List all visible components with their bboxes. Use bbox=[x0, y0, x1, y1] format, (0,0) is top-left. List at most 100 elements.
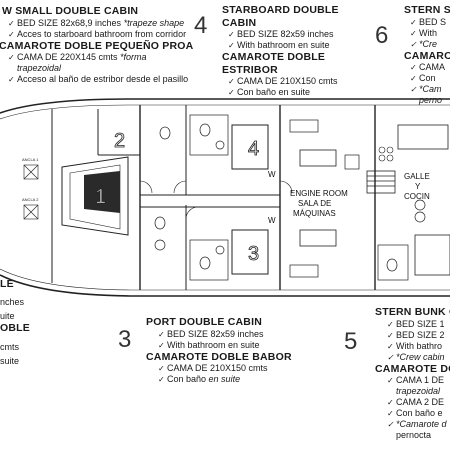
starboard-cabin-info: STARBOARD DOUBLE CABIN BED SIZE 82x59 in… bbox=[222, 4, 339, 98]
tag-w-top: W bbox=[268, 170, 276, 179]
stern-top-line3: *Cre bbox=[410, 39, 450, 50]
room-number-1: 1 bbox=[95, 186, 106, 208]
starboard-heading-2: CABIN bbox=[222, 16, 257, 29]
starboard-bed-size: BED SIZE 82x59 inches bbox=[228, 29, 339, 40]
yacht-floor-plan: 1 2 4 3 ANCLA 1 ANCLA 2 W W ENGINE ROOM … bbox=[0, 98, 450, 297]
stern-top-number: 6 bbox=[375, 22, 389, 49]
stern-bath bbox=[377, 244, 409, 281]
port-bano-suite: en suite bbox=[208, 374, 241, 384]
port-cabin-number: 3 bbox=[118, 326, 132, 353]
starboard-cabin-number: 4 bbox=[194, 12, 208, 39]
door-swing-4 bbox=[279, 180, 293, 194]
stern-bunk-info: STERN BUNK C BED SIZE 1 BED SIZE 2 With … bbox=[375, 306, 450, 441]
room-number-2: 2 bbox=[114, 130, 125, 152]
bow-acceso-es: Acceso al baño de estribor desde el pasi… bbox=[8, 74, 193, 85]
starboard-heading-1: STARBOARD DOUBLE bbox=[222, 4, 339, 16]
cocina-label: COCIN bbox=[404, 192, 430, 201]
fwd-toilet bbox=[154, 216, 166, 230]
stern-bunk-number: 5 bbox=[344, 328, 358, 355]
door-swing-2 bbox=[173, 180, 187, 194]
starboard-heading-es-2: ESTRIBOR bbox=[222, 63, 278, 76]
engine-block-bottom bbox=[299, 229, 337, 247]
stern-top-line1: BED S bbox=[410, 17, 450, 28]
galley-counter bbox=[397, 124, 449, 150]
stern-bunk-cama1: CAMA 1 DE bbox=[387, 375, 450, 386]
tank-2 bbox=[289, 264, 319, 278]
port-heading-es: CAMAROTE DOBLE BABOR bbox=[146, 350, 292, 363]
stern-top-es3: *Cam bbox=[410, 84, 450, 95]
cabin3-berth bbox=[231, 229, 269, 275]
sala-label: SALA DE bbox=[298, 199, 331, 208]
hull-outline-bottom bbox=[0, 274, 450, 297]
fwd-sink bbox=[154, 239, 166, 251]
room-number-3: 3 bbox=[248, 243, 259, 265]
bow-cama: CAMA DE 220X145 cmts *forma bbox=[8, 52, 193, 63]
starboard-bano: Con baño en suite bbox=[228, 87, 339, 98]
port-bed-size: BED SIZE 82x59 inches bbox=[158, 329, 292, 340]
stern-bunk-bathroom: With bathro bbox=[387, 341, 450, 352]
stern-bunk-bano: Con baño e bbox=[387, 408, 450, 419]
engine-block-top bbox=[299, 149, 337, 167]
stern-top-heading: STERN S bbox=[404, 4, 450, 16]
cabin3-sink bbox=[215, 245, 225, 255]
left-frag-1: LE bbox=[0, 278, 14, 290]
left-frag-6: suite bbox=[0, 356, 20, 366]
anchor-locker-2 bbox=[23, 204, 39, 220]
bow-cabin-heading: W SMALL DOUBLE CABIN bbox=[2, 5, 139, 17]
stern-bunk-heading-es: CAMAROTE DO bbox=[375, 362, 450, 375]
generator bbox=[344, 154, 360, 170]
starboard-bathroom: With bathroom en suite bbox=[228, 40, 339, 51]
left-frag-5: cmts bbox=[0, 342, 19, 352]
port-cabin-info: PORT DOUBLE CABIN BED SIZE 82x59 inches … bbox=[146, 316, 292, 385]
anchor-label-2: ANCLA 2 bbox=[22, 197, 39, 202]
stern-bunk-cama2: CAMA 2 DE bbox=[387, 397, 450, 408]
left-frag-4: OBLE bbox=[0, 321, 30, 334]
stove-icon bbox=[378, 146, 394, 162]
tank bbox=[289, 119, 319, 133]
galley-sink-2 bbox=[414, 211, 426, 223]
cabin4-sink bbox=[215, 140, 225, 150]
engine-room-label: ENGINE ROOM bbox=[290, 189, 348, 198]
bow-berth-inner bbox=[69, 164, 121, 230]
room-number-4: 4 bbox=[248, 138, 259, 160]
cabin3-bath bbox=[189, 239, 229, 281]
cabin3-toilet bbox=[199, 256, 211, 270]
bow-cama-forma: *forma bbox=[120, 52, 147, 62]
maquinas-label: MÁQUINAS bbox=[293, 209, 336, 218]
hull-inner-bottom bbox=[0, 268, 450, 291]
stern-top-info: STERN S BED S With *Cre CAMARO CAMA Con … bbox=[404, 4, 450, 106]
galley-label: GALLE bbox=[404, 172, 430, 181]
bow-trapezoidal: trapezoidal bbox=[17, 63, 62, 73]
cabin4-bath bbox=[189, 114, 229, 156]
cabin4-toilet bbox=[199, 123, 211, 137]
port-bathroom: With bathroom en suite bbox=[158, 340, 292, 351]
anchor-label-1: ANCLA 1 bbox=[22, 157, 39, 162]
starboard-cama: CAMA DE 210X150 cmts bbox=[228, 76, 339, 87]
hull-inner-top bbox=[0, 104, 450, 120]
bow-bed-size: BED SIZE 82x68,9 inches *trapeze shape bbox=[8, 18, 193, 29]
stern-bunk-heading: STERN BUNK C bbox=[375, 306, 450, 318]
stern-toilet bbox=[386, 258, 398, 272]
stern-top-heading-es: CAMARO bbox=[404, 49, 450, 62]
stern-bunk-crew: *Crew cabin bbox=[387, 352, 450, 363]
port-bano-text: Con baño bbox=[167, 374, 209, 384]
stern-top-es1: CAMA bbox=[410, 62, 450, 73]
bow-bed-shape: *trapeze shape bbox=[123, 17, 185, 28]
door-swing-3 bbox=[185, 206, 199, 220]
left-frag-2: nches bbox=[0, 296, 25, 307]
bow-cama-text: CAMA DE 220X145 cmts bbox=[17, 52, 121, 62]
stern-top-es4: perno bbox=[419, 95, 443, 105]
door-swing-1 bbox=[139, 180, 153, 194]
stern-bunk-bed1: BED SIZE 1 bbox=[387, 319, 450, 330]
room1-marker bbox=[84, 171, 120, 213]
galley-sink bbox=[414, 199, 426, 211]
stern-bunk-pernocta: pernocta bbox=[396, 430, 432, 440]
bow-cabin-heading-es: CAMAROTE DOBLE PEQUEÑO PROA bbox=[0, 39, 194, 52]
starboard-heading-es-1: CAMAROTE DOBLE bbox=[222, 51, 326, 63]
stern-bunk-berth bbox=[414, 234, 450, 276]
stbd-toilet bbox=[159, 126, 171, 140]
anchor-locker-1 bbox=[23, 164, 39, 180]
bow-berth bbox=[61, 156, 129, 236]
port-cama: CAMA DE 210X150 cmts bbox=[158, 363, 292, 374]
port-bano: Con baño en suite bbox=[158, 374, 292, 385]
